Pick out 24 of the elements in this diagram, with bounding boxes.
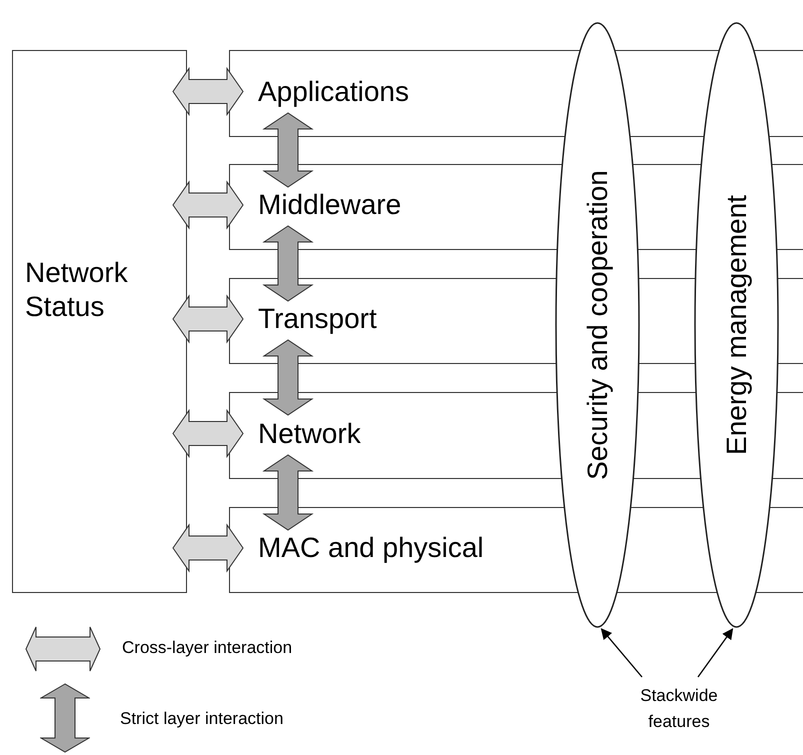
- feature-label: Energy management: [720, 195, 752, 455]
- feature-label: Security and cooperation: [582, 170, 614, 480]
- arrow: [600, 628, 642, 678]
- legend-label: Strict layer interaction: [120, 709, 284, 729]
- layer-label: Middleware: [257, 189, 402, 221]
- cross-layer-arrow: [172, 294, 244, 344]
- cross-layer-arrow: [172, 408, 244, 458]
- strict-layer-arrow: [262, 339, 314, 416]
- note-text: Stackwide features: [639, 685, 719, 734]
- strict-layer-arrow: [262, 454, 314, 531]
- feature-ellipse: [555, 22, 640, 628]
- cross-layer-arrow: [172, 180, 244, 230]
- status-label: Network Status: [25, 256, 129, 324]
- layer-label: MAC and physical: [257, 532, 484, 564]
- layer-label: Transport: [257, 303, 377, 335]
- legend-label: Cross-layer interaction: [122, 638, 292, 658]
- cross-layer-arrow: [172, 66, 244, 116]
- strict-layer-arrow: [262, 225, 314, 302]
- layer-label: Applications: [257, 76, 409, 108]
- layer-label: Network: [257, 418, 361, 450]
- arrow: [697, 628, 734, 678]
- strict-layer-arrow: [262, 112, 314, 188]
- cross-layer-arrow: [172, 523, 244, 573]
- feature-ellipse: [694, 22, 779, 628]
